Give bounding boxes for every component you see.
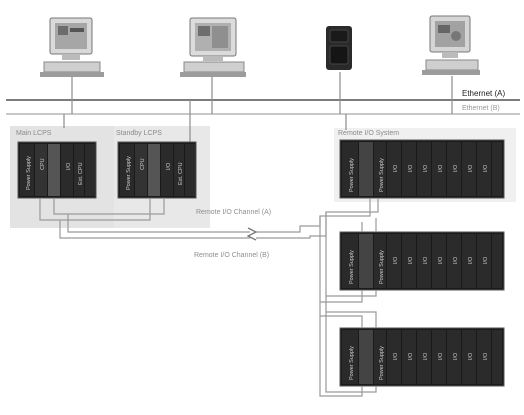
rio2-io-label-5: I/O	[453, 256, 459, 264]
remote-io-rack-2: Power Supply Power Supply I/O I/O I/O I/…	[339, 231, 505, 291]
rio1-io-label-3: I/O	[423, 164, 429, 172]
rio1-io-label-1: I/O	[393, 164, 399, 172]
rio3-power-supply-label: Power Supply	[349, 346, 355, 380]
rio1-io-label-7: I/O	[483, 164, 489, 172]
rio3-io-label-4: I/O	[438, 352, 444, 360]
standby-power-supply-label: Power Supply	[126, 156, 132, 190]
rio2-io-label-1: I/O	[393, 256, 399, 264]
bus-drops	[63, 72, 453, 158]
ethernet-a-label: Ethernet (A)	[462, 89, 505, 98]
rio2-io-label-3: I/O	[423, 256, 429, 264]
workstation-1-icon	[40, 17, 104, 77]
remote-io-label: Remote I/O System	[338, 130, 399, 137]
rio2-io-label-2: I/O	[408, 256, 414, 264]
rio3-power-supply-label-2: Power Supply	[379, 346, 385, 380]
rio1-io-label-5: I/O	[453, 164, 459, 172]
rio3-io-label-6: I/O	[468, 352, 474, 360]
remote-io-channel-b-label: Remote I/O Channel (B)	[194, 252, 269, 259]
standby-lcp-label: Standby LCPS	[116, 130, 162, 137]
main-power-supply-label: Power Supply	[26, 156, 32, 190]
rio3-io-label-2: I/O	[408, 352, 414, 360]
remote-io-channel-a-label: Remote I/O Channel (A)	[196, 209, 271, 216]
rio2-power-supply-label: Power Supply	[349, 250, 355, 284]
main-io-label: I/O	[66, 162, 72, 170]
main-lcp-rack: Power Supply CPU I/O Ext. CPU	[17, 141, 97, 199]
standby-ext-cpu-label: Ext. CPU	[178, 162, 184, 185]
workstation-2-icon	[180, 17, 246, 77]
rio1-io-label-6: I/O	[468, 164, 474, 172]
remote-io-rack-3: Power Supply Power Supply I/O I/O I/O I/…	[339, 327, 505, 387]
rio3-io-label-7: I/O	[483, 352, 489, 360]
rio3-io-label-1: I/O	[393, 352, 399, 360]
rio2-io-label-7: I/O	[483, 256, 489, 264]
rio1-power-supply-label: Power Supply	[349, 158, 355, 192]
standby-lcp-rack: Power Supply CPU I/O Ext. CPU	[117, 141, 197, 199]
rio3-io-label-3: I/O	[423, 352, 429, 360]
ethernet-b-label: Ethernet (B)	[462, 105, 500, 112]
remote-io-rack-1: Power Supply Power Supply I/O I/O I/O I/…	[339, 139, 505, 199]
rio2-io-label-4: I/O	[438, 256, 444, 264]
rio1-power-supply-label-2: Power Supply	[379, 158, 385, 192]
channel-break-icon	[246, 227, 258, 241]
rio2-io-label-6: I/O	[468, 256, 474, 264]
rio2-power-supply-label-2: Power Supply	[379, 250, 385, 284]
main-ext-cpu-label: Ext. CPU	[78, 162, 84, 185]
workstation-3-icon	[422, 15, 480, 75]
rio3-io-label-5: I/O	[453, 352, 459, 360]
main-cpu-label: CPU	[40, 158, 46, 170]
server-tower-icon	[326, 26, 352, 70]
main-lcp-label: Main LCPS	[16, 130, 52, 137]
standby-cpu-label: CPU	[140, 158, 146, 170]
standby-io-label: I/O	[166, 162, 172, 170]
rio1-io-label-2: I/O	[408, 164, 414, 172]
remote-io-cabling	[39, 198, 379, 397]
rio1-io-label-4: I/O	[438, 164, 444, 172]
